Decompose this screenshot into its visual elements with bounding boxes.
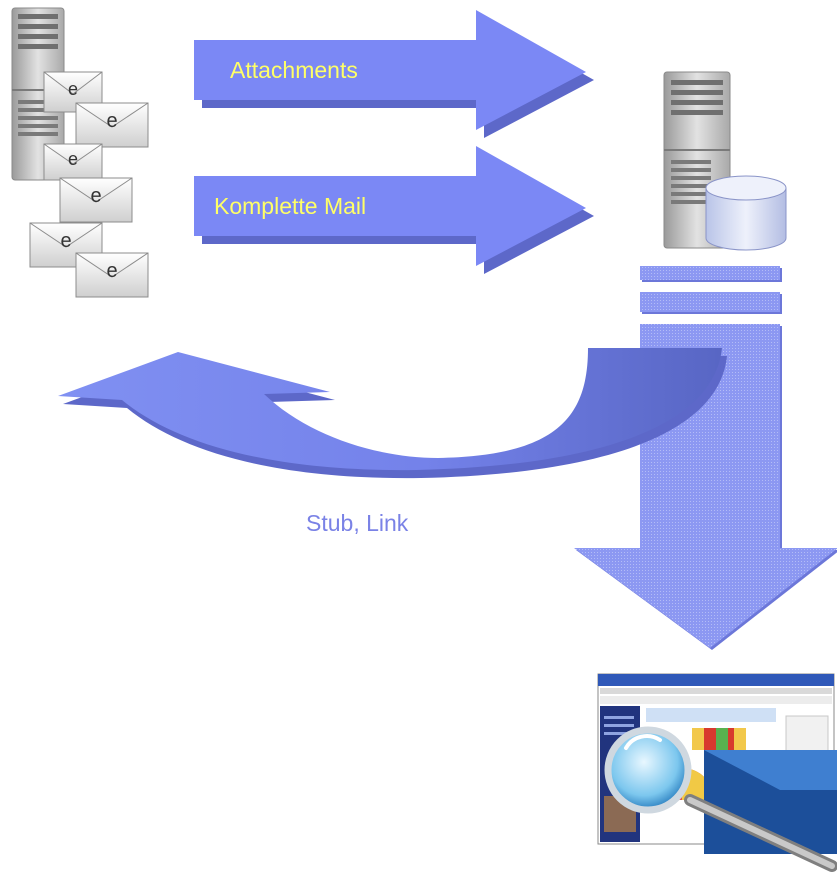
- svg-text:e: e: [90, 185, 101, 207]
- envelope-icon: e: [43, 143, 103, 181]
- stub-link-label: Stub, Link: [306, 510, 409, 536]
- retrieval-arrow: [574, 266, 837, 650]
- database-icon: [705, 175, 787, 251]
- attachments-label: Attachments: [230, 57, 358, 83]
- svg-text:e: e: [68, 149, 78, 169]
- envelope-icon: e: [59, 177, 133, 223]
- envelope-icon: e: [75, 102, 149, 148]
- svg-text:e: e: [106, 260, 117, 282]
- magnifier-icon: [604, 726, 837, 872]
- envelope-stack: e e e e e e: [29, 71, 149, 298]
- komplette-mail-label: Komplette Mail: [214, 193, 367, 219]
- attachments-arrow: [194, 10, 594, 138]
- stub-link-arrow: [58, 348, 727, 479]
- svg-text:e: e: [60, 230, 71, 252]
- komplette-mail-arrow: [194, 146, 594, 274]
- svg-text:e: e: [68, 79, 78, 99]
- svg-text:e: e: [106, 110, 117, 132]
- envelope-icon: e: [75, 252, 149, 298]
